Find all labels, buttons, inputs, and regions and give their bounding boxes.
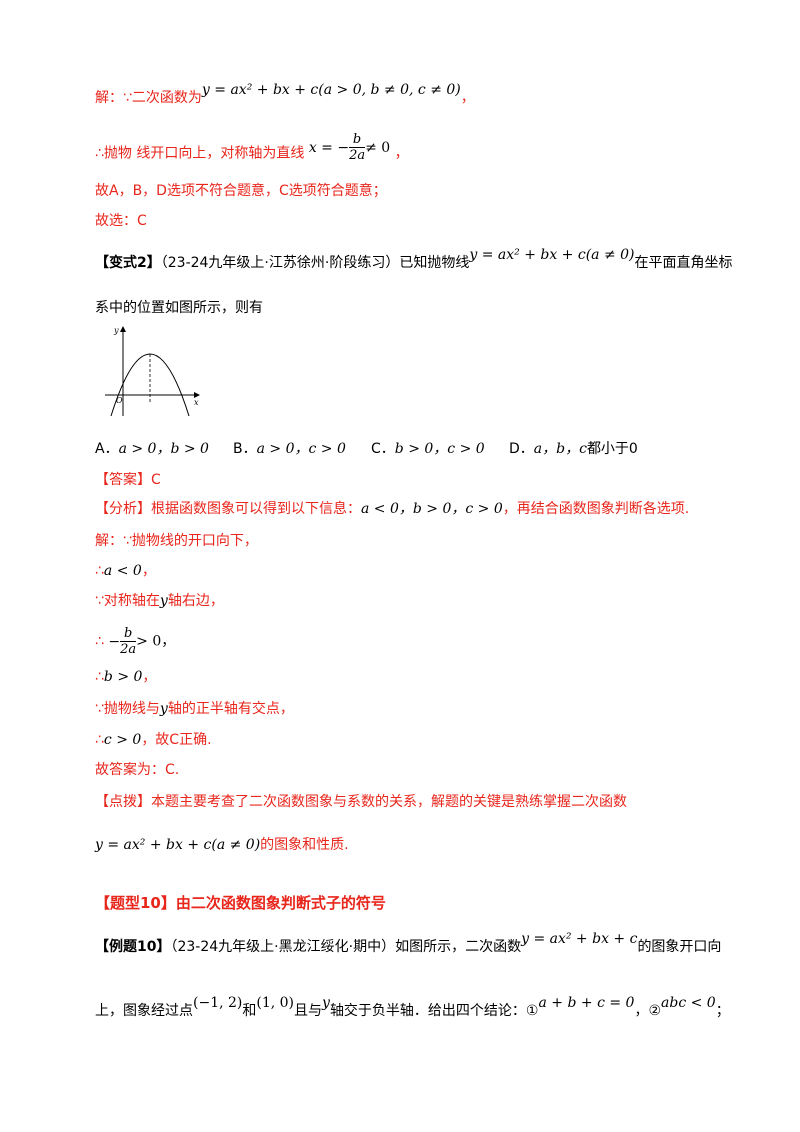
option-text: 都小于0	[586, 441, 638, 457]
step-after: ，	[142, 669, 157, 685]
origin-label: O	[116, 396, 123, 405]
step-after: 轴右边，	[167, 593, 224, 609]
option-letter: D．	[509, 441, 534, 457]
option-math: a > 0，b > 0	[118, 441, 209, 457]
numerator: b	[120, 626, 137, 642]
option-c[interactable]: C．b > 0，c > 0	[371, 438, 485, 458]
option-letter: B．	[233, 441, 257, 457]
y-label: y	[113, 326, 119, 335]
step-math: c > 0	[103, 732, 142, 748]
example-formula: y = ax² + bx + c	[521, 931, 638, 947]
example10-line-2: 上，图象经过点(−1, 2)和(1, 0)且与y轴交于负半轴．给出四个结论：①a…	[95, 995, 730, 1021]
variant-suffix: 在平面直角坐标	[634, 255, 733, 271]
step-math: a < 0	[103, 563, 142, 579]
step-after: 轴的正半轴有交点，	[167, 701, 294, 717]
numerator: b	[349, 132, 366, 148]
example-source: （23-24九年级上·黑龙江绥化·期中）如图所示，二次函数	[170, 939, 522, 955]
solution-line-3: 故A，B，D选项不符合题意，C选项符合题意；	[95, 183, 387, 199]
tip-suffix: 的图象和性质.	[260, 837, 349, 853]
variant2-line-1: 【变式2】（23-24九年级上·江苏徐州·阶段练习）已知抛物线y = ax² +…	[95, 247, 733, 273]
x-axis-arrow	[194, 392, 200, 398]
tip-line-1: 【点拨】本题主要考查了二次函数图象与系数的关系，解题的关键是熟练掌握二次函数	[95, 794, 627, 810]
variant-source: （23-24九年级上·江苏徐州·阶段练习）已知抛物线	[160, 255, 470, 271]
step-after: ，	[141, 563, 156, 579]
analysis-text: 【分析】根据函数图象可以得到以下信息：	[95, 501, 361, 517]
y-variable: y	[322, 995, 330, 1011]
step-math: y	[159, 593, 168, 609]
step-text: ∴	[95, 669, 104, 685]
option-math: b > 0，c > 0	[394, 441, 485, 457]
step-text: ∴	[95, 563, 104, 579]
quadratic-formula: y = ax² + bx + c(a > 0, b ≠ 0, c ≠ 0)	[201, 82, 461, 98]
option-b[interactable]: B．a > 0，c > 0	[233, 438, 346, 458]
step-after: > 0，	[136, 633, 176, 650]
option-d[interactable]: D．a，b，c都小于0	[509, 438, 638, 458]
variant-formula: y = ax² + bx + c(a ≠ 0)	[469, 247, 635, 263]
step-1: 解：∵抛物线的开口向下，	[95, 533, 258, 549]
step-text: ∵对称轴在	[95, 593, 160, 609]
punct: ，	[460, 90, 475, 106]
option-a[interactable]: A．a > 0，b > 0	[95, 438, 209, 458]
analysis-math: a < 0，b > 0，c > 0	[361, 501, 503, 517]
text: 上，图象经过点	[95, 1003, 193, 1019]
denominator: 2a	[349, 148, 366, 163]
solution-text: 解：∵二次函数为	[95, 90, 202, 106]
step-text: ∴	[95, 732, 104, 748]
denominator: 2a	[120, 642, 137, 657]
solution-line-4: 故选：C	[95, 213, 147, 229]
text: ，②	[634, 1003, 662, 1019]
tip-line-2: y = ax² + bx + c(a ≠ 0)的图象和性质.	[95, 835, 349, 855]
step-7: ∴c > 0，故C正确.	[95, 730, 212, 750]
step-after: ，故C正确.	[141, 732, 212, 748]
variant2-line-2: 系中的位置如图所示，则有	[95, 300, 263, 316]
solution-line-1: 解：∵二次函数为y = ax² + bx + c(a > 0, b ≠ 0, c…	[95, 82, 475, 108]
parabola-graph: y x O	[105, 326, 200, 417]
analysis: 【分析】根据函数图象可以得到以下信息：a < 0，b > 0，c > 0，再结合…	[95, 499, 689, 519]
point-2: (1, 0)	[256, 995, 295, 1011]
step-5: ∴b > 0，	[95, 667, 156, 687]
axis-rhs: ≠ 0	[365, 139, 391, 156]
step-3: ∵对称轴在y轴右边，	[95, 591, 224, 611]
answer: 【答案】C	[95, 472, 161, 488]
option-math: a，b，c	[533, 441, 587, 457]
section-title: 【题型10】由二次函数图象判断式子的符号	[95, 894, 386, 912]
text: 轴交于负半轴．给出四个结论：①	[329, 1003, 539, 1019]
y-axis-arrow	[120, 326, 126, 332]
tip-formula: y = ax² + bx + c(a ≠ 0)	[95, 837, 261, 853]
text: 和	[242, 1003, 257, 1019]
point-1: (−1, 2)	[193, 995, 243, 1011]
solution-text: ∴抛物 线开口向上，对称轴为直线	[95, 145, 305, 162]
step-text: ∴	[95, 633, 104, 650]
conclusion-1: a + b + c = 0	[538, 995, 635, 1011]
variant-tag: 【变式2】	[95, 255, 161, 271]
analysis-suffix: ，再结合函数图象判断各选项.	[502, 501, 690, 517]
step-2: ∴a < 0，	[95, 561, 156, 581]
example-tag: 【例题10】	[95, 939, 171, 955]
text: 且与	[294, 1003, 323, 1019]
step-6: ∵抛物线与y轴的正半轴有交点，	[95, 699, 294, 719]
step-8: 故答案为：C.	[95, 762, 180, 778]
parabola-curve	[110, 353, 190, 417]
x-label: x	[194, 398, 199, 407]
option-letter: A．	[95, 441, 119, 457]
text: ；	[715, 1003, 730, 1019]
axis-lhs: x = −	[308, 139, 350, 156]
conclusion-2: abc < 0	[661, 995, 716, 1011]
example10-line-1: 【例题10】（23-24九年级上·黑龙江绥化·期中）如图所示，二次函数y = a…	[95, 931, 722, 957]
example-suffix: 的图象开口向	[637, 939, 722, 955]
step-math: b > 0	[103, 669, 143, 685]
step-text: ∵抛物线与	[95, 701, 160, 717]
option-letter: C．	[371, 441, 395, 457]
step-math: y	[159, 701, 168, 717]
punct: ，	[394, 145, 409, 162]
option-math: a > 0，c > 0	[256, 441, 346, 457]
